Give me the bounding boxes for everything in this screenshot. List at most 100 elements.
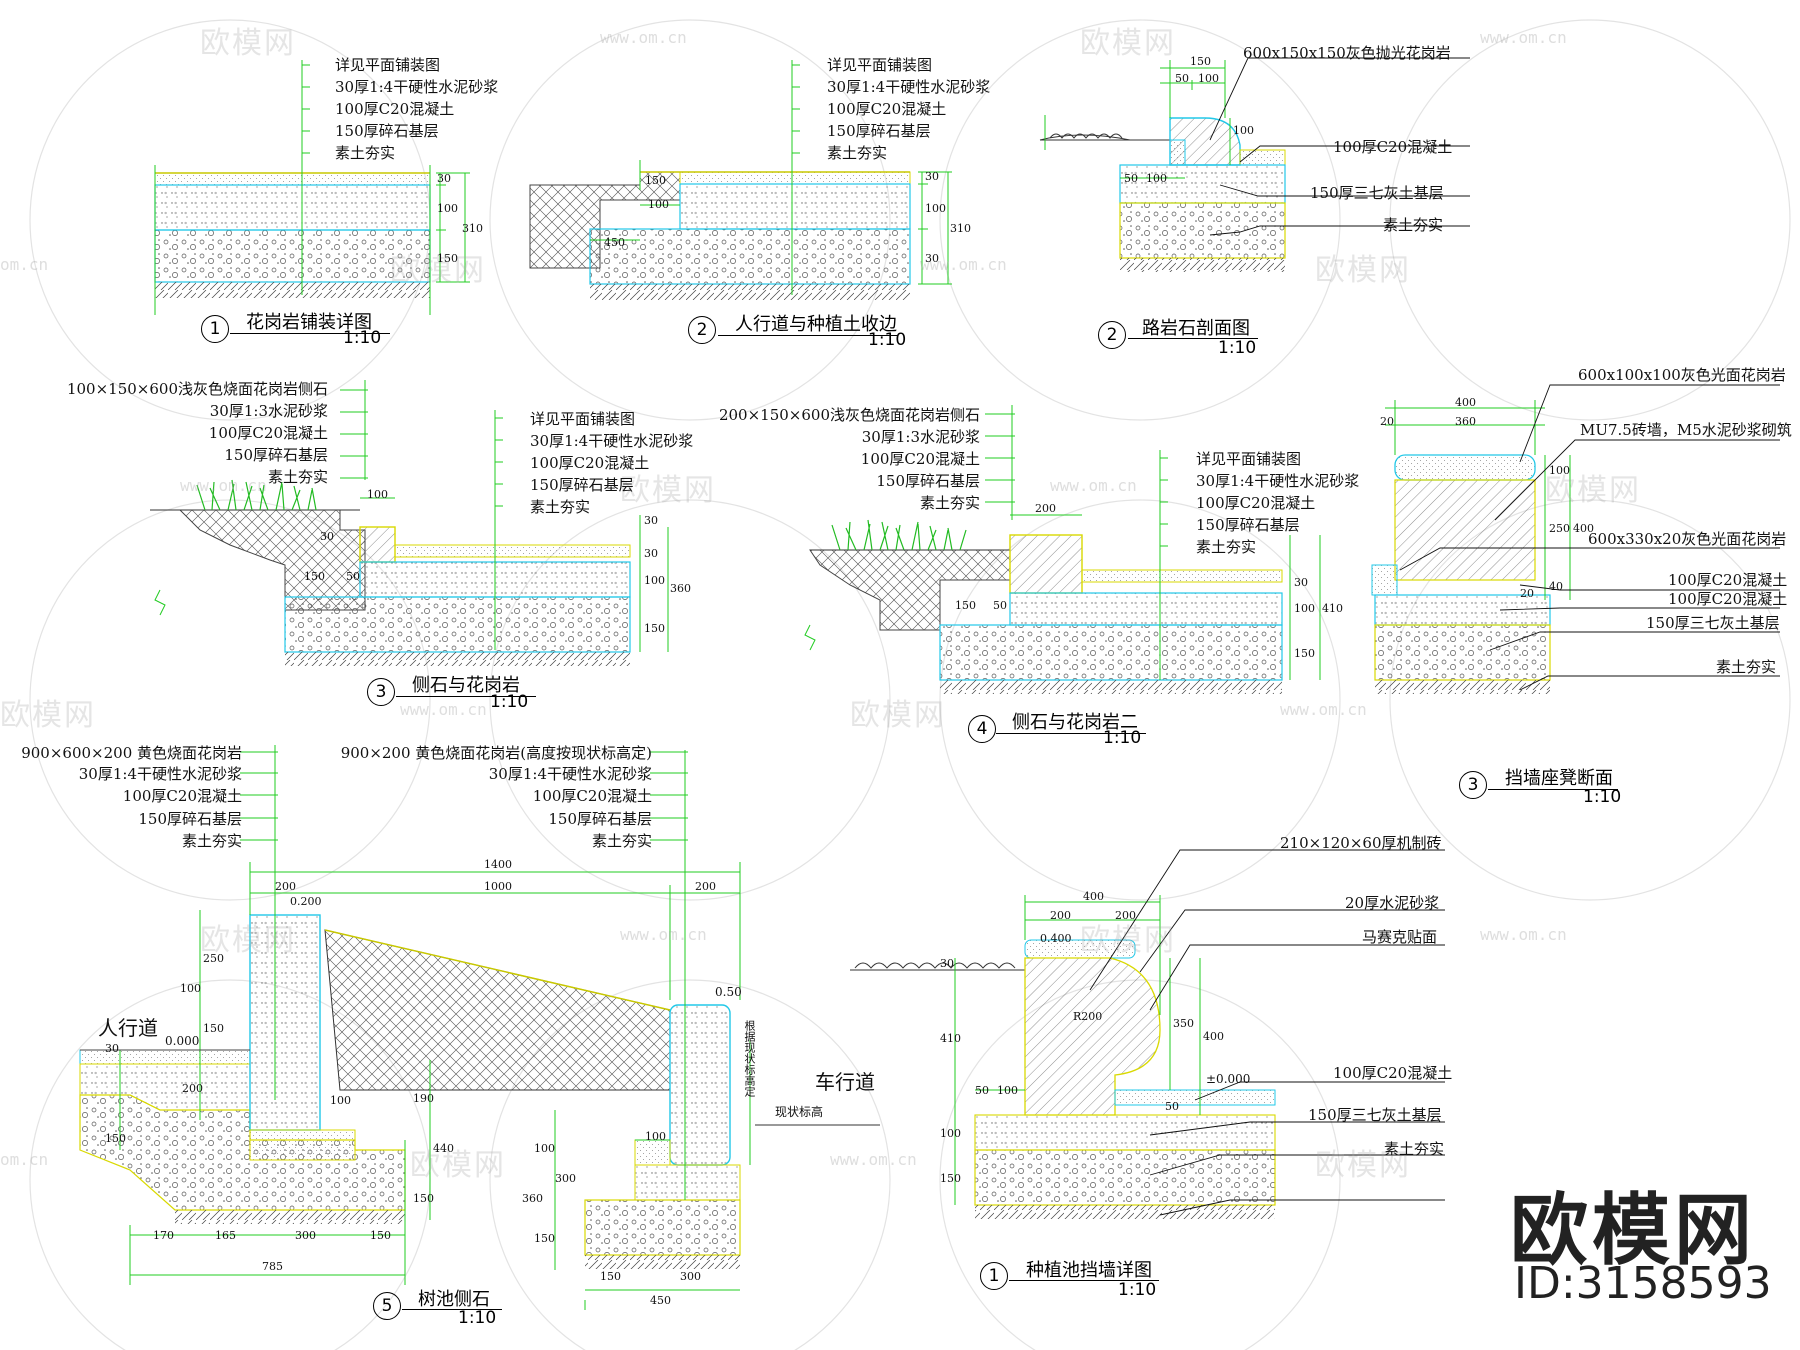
dimension-label: 1000 [484, 880, 512, 893]
dimension-label: 30 [105, 1042, 119, 1055]
layer-label: 100厚C20混凝土 [208, 424, 328, 442]
dimension-label: 190 [413, 1092, 434, 1105]
detail-scale: 1:10 [1103, 728, 1142, 748]
detail-scale: 1:10 [1218, 338, 1257, 358]
dimension-label: 150 [645, 174, 666, 187]
layer-label: 150厚碎石基层 [548, 810, 652, 828]
detail-number: 3 [1459, 771, 1487, 799]
dimension-label: 400 [1203, 1030, 1224, 1043]
layer-label: 150厚碎石基层 [876, 472, 980, 490]
layer-label: 100厚C20混凝土 [122, 787, 242, 805]
layer-label: 素土夯实 [267, 468, 328, 486]
layer-label: 30厚1:4干硬性水泥砂浆 [530, 432, 694, 450]
title-underline [718, 335, 898, 336]
title-underline [1009, 1280, 1159, 1281]
watermark-url: www.om.cn [400, 700, 487, 719]
dimension-label: 150 [534, 1232, 555, 1245]
dimension-label: 20 [1380, 415, 1394, 428]
layer-label: 素土夯实 [335, 144, 396, 162]
dimension-label: 30 [644, 514, 658, 527]
detail-3-curb [1039, 57, 1470, 272]
layer-label: 素土夯实 [1196, 538, 1257, 556]
layer-label: 详见平面铺装图 [530, 410, 636, 428]
layer-label: 100厚C20混凝土 [1196, 494, 1316, 512]
dimension-label: 30 [320, 530, 334, 543]
dimension-label: ±0.000 [1206, 1072, 1251, 1086]
sidewalk-label: 人行道 [98, 1016, 158, 1040]
watermark-url: www.om.cn [620, 925, 707, 944]
watermark-brand: 欧模网 [1080, 26, 1176, 61]
layer-label: 30厚1:4干硬性水泥砂浆 [335, 78, 499, 96]
title-underline [1488, 789, 1618, 790]
layer-label: 100厚C20混凝土 [1333, 138, 1453, 156]
watermark-brand: 欧模网 [620, 473, 716, 508]
dimension-label: 360 [522, 1192, 543, 1205]
watermark-url: www.om.cn [920, 255, 1007, 274]
layer-label: 150厚碎石基层 [224, 446, 328, 464]
dimension-label: 50 [1175, 72, 1189, 85]
layer-label: 素土夯实 [919, 494, 980, 512]
watermark-url: www.om.cn [1280, 700, 1367, 719]
watermark-brand: 欧模网 [850, 698, 946, 733]
detail-scale: 1:10 [343, 328, 382, 348]
title-underline [996, 733, 1146, 734]
dimension-label: 100 [330, 1094, 351, 1107]
dimension-label: 50 [346, 570, 360, 583]
layer-label: 详见平面铺装图 [335, 56, 441, 74]
layer-label: 900×600×200 黄色烧面花岗岩 [21, 744, 242, 762]
watermark-brand: 欧模网 [410, 1148, 506, 1183]
dimension-label: 450 [604, 236, 625, 249]
layer-label: 150厚三七灰土基层 [1308, 1106, 1442, 1124]
detail-title: 路岩石剖面图 [1142, 318, 1250, 339]
layer-label: 详见平面铺装图 [827, 56, 933, 74]
watermark-url: om.cn [0, 1150, 49, 1169]
dimension-label: 100 [648, 198, 669, 211]
dimension-label: 0.400 [1040, 932, 1072, 945]
layer-label: 900×200 黄色烧面花岗岩(高度按现状标高定) [340, 744, 652, 762]
varies-label: 根据现状标高定 [743, 1020, 756, 1097]
dimension-label: 100 [437, 202, 458, 215]
dimension-label: 150 [413, 1192, 434, 1205]
dimension-label: 100 [940, 1127, 961, 1140]
layer-label: 150厚三七灰土基层 [1646, 614, 1780, 632]
watermark-url: om.cn [0, 255, 49, 274]
watermark-brand: 欧模网 [390, 253, 486, 288]
watermark-url: www.om.cn [180, 476, 267, 495]
dimension-label: 150 [304, 570, 325, 583]
dimension-label: 30 [437, 172, 451, 185]
watermark-url: www.om.cn [830, 1150, 917, 1169]
layer-label: 素土夯实 [1383, 216, 1444, 234]
watermark-brand: 欧模网 [1315, 253, 1411, 288]
dimension-label: 20 [1520, 587, 1534, 600]
dimension-label: 400 [1573, 522, 1594, 535]
dimension-label: 50 [975, 1084, 989, 1097]
detail-7-tree-pit [79, 745, 880, 1310]
detail-scale: 1:10 [490, 692, 529, 712]
watermark-brand: 欧模网 [200, 923, 296, 958]
layer-label: 150厚碎石基层 [827, 122, 931, 140]
dimension-label: 40 [1549, 580, 1563, 593]
dimension-label: 200 [1115, 909, 1136, 922]
dimension-label: 785 [262, 1260, 283, 1273]
layer-label: 100厚C20混凝土 [1668, 590, 1788, 608]
watermark-brand: 欧模网 [1545, 473, 1641, 508]
layer-label: 150厚碎石基层 [138, 810, 242, 828]
dimension-label: R200 [1073, 1010, 1103, 1023]
dimension-label: 400 [1455, 396, 1476, 409]
dimension-label: 250 [1549, 522, 1570, 535]
dimension-label: 150 [940, 1172, 961, 1185]
layer-label: 素土夯实 [1716, 658, 1777, 676]
dimension-label: 150 [644, 622, 665, 635]
layer-label: 素土夯实 [530, 498, 591, 516]
dimension-label: 310 [950, 222, 971, 235]
layer-label: 100厚C20混凝土 [335, 100, 455, 118]
dimension-label: 100 [367, 488, 388, 501]
dimension-label: 360 [670, 582, 691, 595]
dimension-label: 310 [462, 222, 483, 235]
layer-label: 详见平面铺装图 [1196, 450, 1302, 468]
dimension-label: 200 [695, 880, 716, 893]
layer-label: 马赛克贴面 [1362, 928, 1438, 946]
layer-label: 200×150×600浅灰色烧面花岗岩侧石 [718, 406, 980, 424]
layer-label: 30厚1:3水泥砂浆 [861, 428, 980, 446]
dimension-label: 400 [1083, 890, 1104, 903]
